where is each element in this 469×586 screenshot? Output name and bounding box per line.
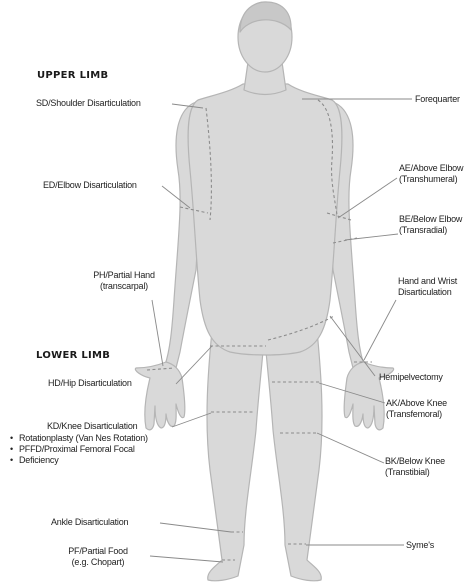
label-elbow-disarticulation: ED/Elbow Disarticulation [43,180,137,191]
label-partial-hand-title: PH/Partial Hand [78,270,170,281]
leader-be [345,234,398,240]
label-hand-wrist: Hand and Wrist Disarticulation [398,276,457,298]
lower-limb-heading: LOWER LIMB [36,350,110,361]
upper-limb-heading: UPPER LIMB [37,70,108,81]
label-partial-foot-sub: (e.g. Chopart) [48,557,148,568]
body-silhouette [135,2,393,581]
left-hand [135,362,184,430]
label-knee-disarticulation: KD/Knee Disarticulation [47,421,137,432]
label-partial-foot: PF/Partial Food (e.g. Chopart) [48,546,148,568]
kd-note-pffd-cont-text: Deficiency [19,455,59,465]
label-hip-disarticulation: HD/Hip Disarticulation [48,378,132,389]
label-partial-hand: PH/Partial Hand (transcarpal) [78,270,170,292]
leader-ph [152,300,163,366]
label-below-elbow-title: BE/Below Elbow [399,214,462,225]
leader-hd [176,346,212,384]
leader-bk [317,433,384,463]
label-above-elbow: AE/Above Elbow (Transhumeral) [399,163,463,185]
kd-notes-list: Rotationplasty (Van Nes Rotation) PFFD/P… [10,433,148,466]
label-above-elbow-sub: (Transhumeral) [399,174,463,185]
label-partial-foot-title: PF/Partial Food [48,546,148,557]
label-ankle-disarticulation: Ankle Disarticulation [51,517,128,528]
label-symes: Syme's [406,540,434,551]
label-below-knee: BK/Below Knee (Transtibial) [385,456,445,478]
right-leg [265,320,322,581]
label-forequarter: Forequarter [415,94,460,105]
left-leg [207,320,264,581]
label-hemipelvectomy: Hemipelvectomy [379,372,443,383]
kd-note-pffd: PFFD/Proximal Femoral Focal [10,444,148,455]
label-hand-wrist-title: Hand and Wrist [398,276,457,287]
label-partial-hand-sub: (transcarpal) [78,281,170,292]
label-below-knee-sub: (Transtibial) [385,467,445,478]
kd-note-pffd-cont: Deficiency [10,455,148,466]
label-above-knee-title: AK/Above Knee [386,398,447,409]
label-shoulder-disarticulation: SD/Shoulder Disarticulation [36,98,141,109]
label-above-knee-sub: (Transfemoral) [386,409,447,420]
leader-kd [172,413,211,427]
label-above-knee: AK/Above Knee (Transfemoral) [386,398,447,420]
label-below-elbow-sub: (Transradial) [399,225,462,236]
label-below-knee-title: BK/Below Knee [385,456,445,467]
leader-hw [364,300,396,360]
kd-note-rotationplasty: Rotationplasty (Van Nes Rotation) [10,433,148,444]
torso [188,84,342,355]
label-below-elbow: BE/Below Elbow (Transradial) [399,214,462,236]
label-above-elbow-title: AE/Above Elbow [399,163,463,174]
label-hand-wrist-sub: Disarticulation [398,287,457,298]
leader-pf [150,556,223,562]
